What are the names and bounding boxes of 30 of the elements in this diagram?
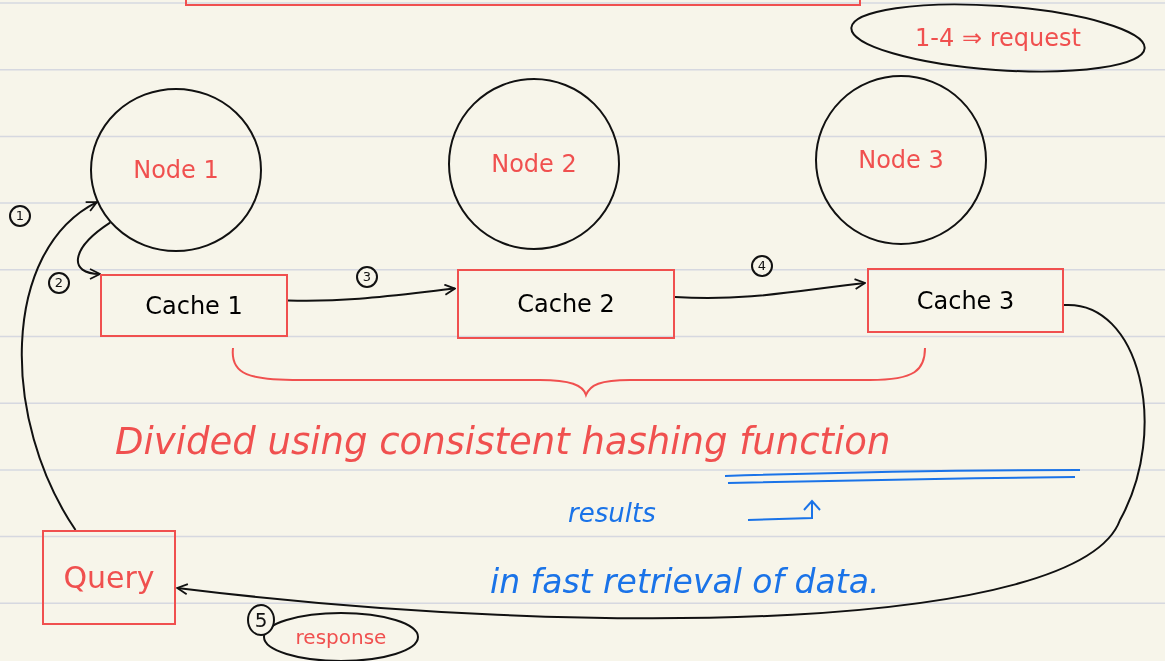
node-label: response [295, 625, 387, 649]
arrow [287, 283, 456, 302]
arrow [77, 221, 112, 280]
step-number: 3 [356, 266, 378, 288]
node-circle [448, 78, 620, 250]
cache-box [867, 268, 1064, 333]
handwritten-note: in fast retrieval of data. [490, 562, 880, 601]
note-oval [850, 5, 1146, 71]
node-label: 1-4 ⇒ request [915, 24, 1081, 52]
node-label: Node 1 [133, 156, 219, 184]
node-circle [90, 88, 262, 252]
node-label: Node 2 [491, 150, 577, 178]
query-box [42, 530, 176, 625]
handwritten-note: Divided using consistent hashing function [115, 420, 891, 463]
cache-box [457, 269, 675, 339]
node-label: Cache 3 [916, 286, 1015, 315]
node-label: Node 3 [858, 146, 944, 174]
cache-box [100, 274, 288, 337]
node-circle [815, 75, 987, 245]
step-number: 4 [751, 255, 773, 277]
arrow [21, 201, 98, 531]
step-number: 1 [9, 205, 31, 227]
step-number: 5 [247, 604, 275, 636]
node-label: Cache 2 [517, 290, 615, 318]
arrow [176, 304, 1146, 619]
handwritten-note: results [568, 498, 656, 528]
arrow [674, 278, 867, 299]
node-label: Cache 1 [145, 291, 243, 320]
node-label: Query [63, 560, 155, 595]
step-number: 2 [48, 272, 70, 294]
